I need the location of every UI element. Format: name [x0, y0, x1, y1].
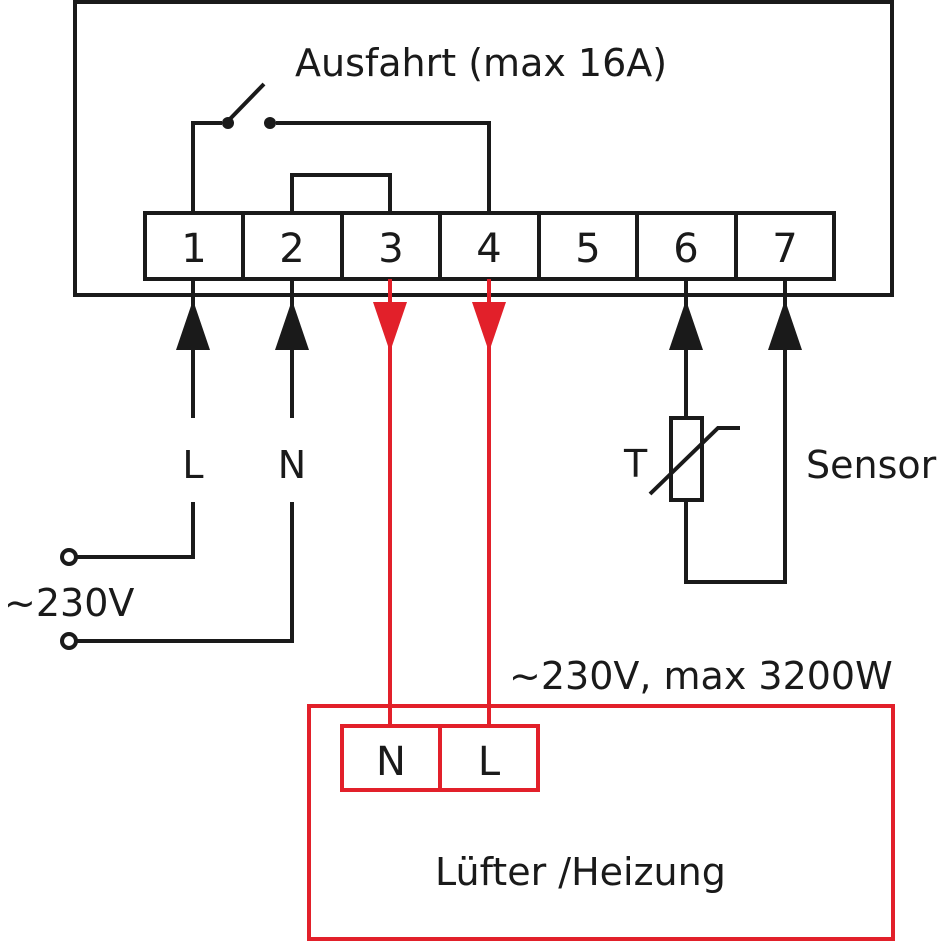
- relay-switch: [191, 82, 491, 213]
- controller-housing: [73, 0, 894, 297]
- arrow-up-icon: [275, 300, 309, 350]
- relay-title: Ausfahrt (max 16A): [295, 41, 667, 85]
- supply-neutral-label: N: [278, 443, 306, 487]
- load-name: Lüfter /Heizung: [435, 850, 726, 894]
- load-terminal-n: N: [376, 739, 406, 785]
- wire-load-n: [373, 279, 407, 726]
- wire-supply-n: [76, 279, 309, 643]
- terminal-3: 3: [378, 226, 403, 272]
- jumper-2-3: [290, 173, 392, 213]
- wire-supply-l: [76, 279, 210, 559]
- supply-voltage-label: ~230V: [4, 581, 134, 625]
- arrow-up-icon: [669, 300, 703, 350]
- relay-contact-left: [222, 117, 234, 129]
- arrow-up-icon: [176, 300, 210, 350]
- arrow-down-icon: [373, 302, 407, 352]
- thermistor-icon: [648, 416, 740, 502]
- sensor-label: Sensor: [806, 443, 937, 487]
- relay-contact-right: [264, 117, 276, 129]
- supply-terminal-l: [60, 548, 78, 566]
- supply-line-label: L: [182, 443, 203, 487]
- supply-terminal-n: [60, 632, 78, 650]
- load-housing: [307, 704, 895, 941]
- terminal-1: 1: [181, 226, 206, 272]
- thermistor-label: T: [623, 442, 648, 486]
- arrow-up-icon: [768, 300, 802, 350]
- terminal-5: 5: [575, 226, 600, 272]
- load-terminal-block: [340, 724, 540, 792]
- load-terminal-l: L: [478, 739, 501, 785]
- arrow-down-icon: [472, 302, 506, 352]
- terminal-4: 4: [476, 226, 501, 272]
- wire-load-l: [472, 279, 506, 726]
- load-rating-label: ~230V, max 3200W: [509, 654, 893, 698]
- terminal-7: 7: [772, 226, 797, 272]
- terminal-6: 6: [673, 226, 698, 272]
- terminal-2: 2: [279, 226, 304, 272]
